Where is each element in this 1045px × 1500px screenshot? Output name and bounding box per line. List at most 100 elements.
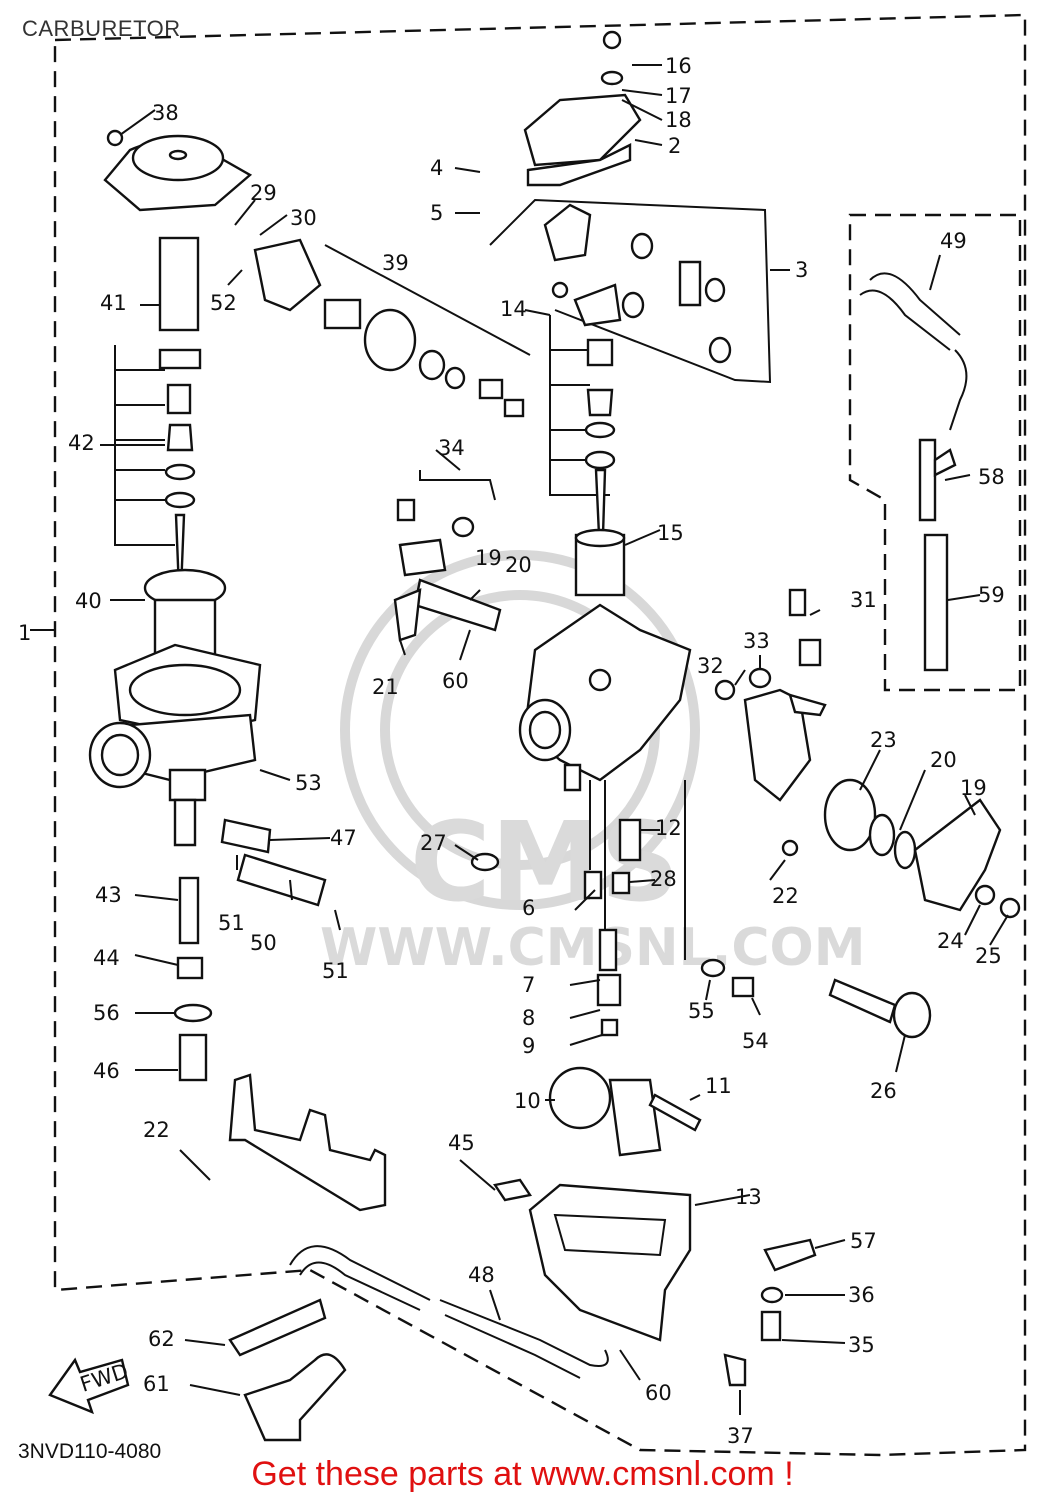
part-label-45: 45: [448, 1131, 475, 1155]
part-label-3: 3: [795, 258, 808, 282]
choke-shaft-group: [393, 470, 502, 642]
part-label-61: 61: [143, 1372, 170, 1396]
jet-stack-left: [173, 876, 213, 1082]
part-label-48: 48: [468, 1263, 495, 1287]
part-label-13: 13: [735, 1185, 762, 1209]
part-label-5: 5: [430, 201, 443, 225]
footer-link-text[interactable]: Get these parts at www.cmsnl.com !: [251, 1455, 794, 1493]
page-title: CARBURETOR: [22, 16, 181, 41]
part-label-39: 39: [382, 251, 409, 275]
drain-hose-left: [228, 1245, 431, 1442]
float-assembly: [548, 1066, 702, 1157]
part-label-22: 22: [772, 884, 799, 908]
part-label-32: 32: [697, 654, 724, 678]
leader-lines: [30, 64, 1009, 1415]
part-label-57: 57: [850, 1229, 877, 1253]
part-label-58: 58: [978, 465, 1005, 489]
part-label-40: 40: [75, 589, 102, 613]
watermark-logo: CMS WWW.CMSNL.COM: [320, 550, 865, 978]
part-label-26: 26: [870, 1079, 897, 1103]
part-label-19: 19: [960, 776, 987, 800]
diagram-code: 3NVD110-4080: [18, 1440, 162, 1463]
fwd-arrow-icon: FWD: [48, 1357, 131, 1415]
part-label-25: 25: [975, 944, 1002, 968]
main-jet-stack: [470, 780, 755, 1037]
part-label-17: 17: [665, 84, 692, 108]
part-label-52: 52: [210, 291, 237, 315]
watermark-url: WWW.CMSNL.COM: [320, 918, 865, 978]
part-label-14: 14: [500, 297, 527, 321]
part-label-15: 15: [657, 521, 684, 545]
carburetor-body-left: [88, 568, 262, 847]
part-label-38: 38: [152, 101, 179, 125]
part-label-28: 28: [650, 867, 677, 891]
top-cover-part: [103, 129, 253, 212]
part-label-49: 49: [940, 229, 967, 253]
part-label-60: 60: [645, 1381, 672, 1405]
part-label-4: 4: [430, 156, 443, 180]
part-label-9: 9: [522, 1034, 535, 1058]
throttle-cover-part: [523, 30, 642, 187]
throttle-spring-group: [781, 778, 1021, 919]
part-label-42: 42: [68, 431, 95, 455]
part-label-23: 23: [870, 728, 897, 752]
part-label-19: 19: [475, 546, 502, 570]
part-label-12: 12: [655, 816, 682, 840]
part-label-41: 41: [100, 291, 127, 315]
part-label-27: 27: [420, 831, 447, 855]
part-label-54: 54: [742, 1029, 769, 1053]
part-label-53: 53: [295, 771, 322, 795]
part-label-62: 62: [148, 1327, 175, 1351]
carburetor-body-right: [518, 603, 692, 792]
part-label-34: 34: [438, 436, 465, 460]
part-label-16: 16: [665, 54, 692, 78]
accelerator-pump-group: [253, 238, 531, 418]
part-label-33: 33: [743, 629, 770, 653]
choke-lever-group: [714, 588, 827, 802]
part-label-24: 24: [937, 929, 964, 953]
watermark-brand: CMS: [410, 798, 679, 926]
spring-part: [158, 236, 200, 332]
float-bowl-part: [493, 1178, 817, 1387]
part-label-11: 11: [705, 1074, 732, 1098]
part-label-29: 29: [250, 181, 277, 205]
part-label-8: 8: [522, 1006, 535, 1030]
part-label-46: 46: [93, 1059, 120, 1083]
part-label-2: 2: [668, 134, 681, 158]
part-label-31: 31: [850, 588, 877, 612]
part-label-20: 20: [930, 748, 957, 772]
part-label-18: 18: [665, 108, 692, 132]
hose-group-boundary: [848, 213, 1022, 692]
part-label-21: 21: [372, 675, 399, 699]
overflow-hose: [439, 1299, 609, 1379]
part-label-51: 51: [322, 959, 349, 983]
part-label-51: 51: [218, 911, 245, 935]
part-label-44: 44: [93, 946, 120, 970]
mount-bracket: [228, 1073, 387, 1212]
idle-screw-part: [828, 978, 932, 1039]
part-label-35: 35: [848, 1333, 875, 1357]
part-label-50: 50: [250, 931, 277, 955]
part-label-30: 30: [290, 206, 317, 230]
part-label-43: 43: [95, 883, 122, 907]
assembly-boundary: [53, 13, 1027, 1457]
vent-tubes: [220, 818, 327, 907]
part-label-22: 22: [143, 1118, 170, 1142]
part-label-37: 37: [727, 1424, 754, 1448]
part-label-47: 47: [330, 826, 357, 850]
part-label-6: 6: [522, 896, 535, 920]
needle-valve-group: [549, 315, 626, 597]
part-number-labels: 1234567891011121314151617181919202021222…: [18, 54, 1005, 1448]
part-label-36: 36: [848, 1283, 875, 1307]
breather-hose-group: [859, 272, 968, 672]
part-label-56: 56: [93, 1001, 120, 1025]
part-label-20: 20: [505, 553, 532, 577]
part-label-60: 60: [442, 669, 469, 693]
part-label-7: 7: [522, 973, 535, 997]
part-label-1: 1: [18, 621, 31, 645]
needle-assembly-part: [114, 345, 202, 592]
part-label-10: 10: [514, 1089, 541, 1113]
throttle-linkage-group: [489, 198, 772, 384]
